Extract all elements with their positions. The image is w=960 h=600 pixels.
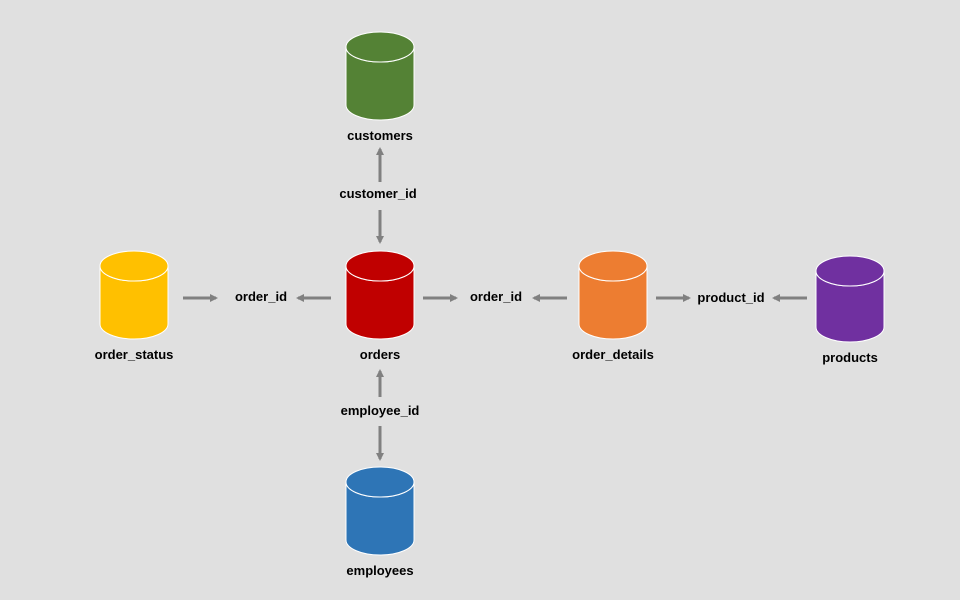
- cylinder-top: [99, 250, 169, 282]
- employees-table-icon: [345, 466, 415, 556]
- cylinder-top: [345, 466, 415, 498]
- cylinder-top: [578, 250, 648, 282]
- product-id-label: product_id: [695, 290, 767, 306]
- orders-label: orders: [359, 347, 401, 362]
- cylinder-top: [815, 255, 885, 287]
- customer-id-label: customer_id: [337, 186, 419, 202]
- customers-table-icon: [345, 31, 415, 121]
- orders-table-icon: [345, 250, 415, 340]
- employee-id-label: employee_id: [338, 403, 422, 419]
- products-label: products: [822, 350, 878, 365]
- order-id-left-label: order_id: [232, 289, 290, 305]
- order-status-table-icon: [99, 250, 169, 340]
- order-status-label: order_status: [94, 347, 174, 362]
- order-id-right-label: order_id: [467, 289, 525, 305]
- cylinder-top: [345, 250, 415, 282]
- customers-label: customers: [347, 128, 413, 143]
- relationship-arrows: [183, 147, 807, 461]
- order-details-label: order_details: [572, 347, 654, 362]
- order-details-table-icon: [578, 250, 648, 340]
- cylinder-top: [345, 31, 415, 63]
- products-table-icon: [815, 255, 885, 343]
- employees-label: employees: [346, 563, 414, 578]
